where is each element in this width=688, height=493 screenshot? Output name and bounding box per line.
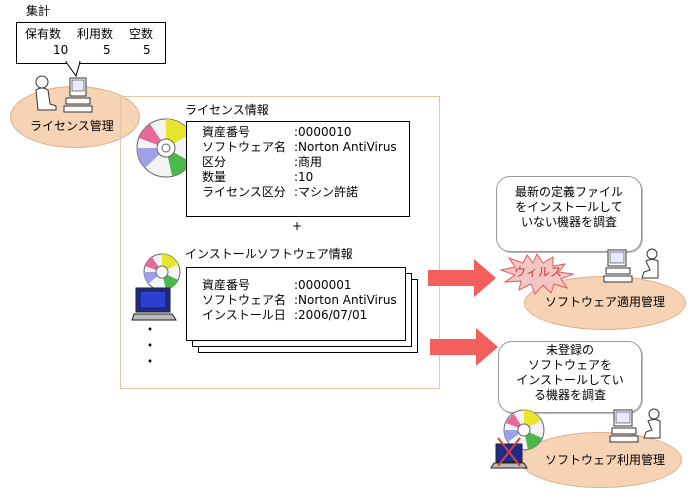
- unauthorized-pc-icon: [490, 409, 545, 469]
- install-info-title: インストールソフトウェア情報: [185, 247, 353, 261]
- top-callout: 最新の定義ファイル をインストールして いない機器を調査: [496, 176, 642, 252]
- apply-mgmt-label: ソフトウェア適用管理: [545, 295, 666, 309]
- license-info-key: ライセンス区分: [202, 185, 286, 199]
- central-frame: [120, 96, 440, 389]
- summary-col3-value: 5: [143, 43, 151, 57]
- summary-col2-value: 5: [103, 43, 111, 57]
- summary-col1-header: 保有数: [25, 27, 62, 41]
- license-info-key: ソフトウェア名: [202, 140, 287, 154]
- summary-label: 集計: [26, 4, 51, 18]
- usage-mgmt-label: ソフトウェア利用管理: [545, 453, 666, 467]
- license-info-row: 資産番号 :0000010: [202, 125, 397, 140]
- install-info-key: インストール日: [202, 308, 286, 322]
- operator-pc-icon-2: [609, 408, 661, 443]
- bottom-callout-line: インストールしてい: [516, 373, 624, 387]
- pc-cd-icon: [131, 253, 181, 321]
- license-info-value: :Norton AntiVirus: [294, 140, 397, 154]
- license-info-box: 資産番号 :0000010 ソフトウェア名 :Norton AntiVirus 区分…: [186, 121, 410, 217]
- license-info-title: ライセンス情報: [185, 103, 269, 117]
- license-info-row: 数量 :10: [202, 170, 397, 185]
- license-info-table: 資産番号 :0000010 ソフトウェア名 :Norton AntiVirus 区分…: [202, 125, 397, 200]
- license-mgmt-label: ライセンス管理: [30, 119, 114, 133]
- top-callout-line: いない機器を調査: [520, 215, 617, 229]
- top-callout-line: 最新の定義ファイル: [514, 185, 623, 199]
- virus-label: ウィルス: [514, 265, 563, 279]
- summary-col3-header: 空数: [129, 27, 154, 41]
- license-info-key: 資産番号: [202, 125, 251, 139]
- virus-burst-icon: [499, 252, 575, 295]
- bottom-callout-line: ソフトウェアを: [527, 358, 612, 372]
- summary-col1-value: 10: [53, 43, 69, 57]
- license-info-key: 区分: [202, 155, 227, 169]
- plus-sign: +: [292, 219, 303, 233]
- install-info-value: :Norton AntiVirus: [294, 293, 397, 307]
- summary-box: 保有数 利用数 空数 10 5 5: [16, 22, 166, 64]
- install-info-key: 資産番号: [202, 278, 251, 292]
- install-info-value: :2006/07/01: [294, 308, 368, 322]
- license-info-key: 数量: [202, 170, 227, 184]
- install-info-row: インストール日 :2006/07/01: [202, 308, 397, 323]
- bottom-callout: 未登録の ソフトウェアを インストールしてい る機器を調査: [498, 341, 642, 413]
- bottom-callout-line: る機器を調査: [533, 388, 606, 402]
- summary-col2-header: 利用数: [77, 27, 114, 41]
- arrow-to-apply: [428, 259, 496, 297]
- install-info-key: ソフトウェア名: [202, 293, 287, 307]
- cd-icon: [136, 118, 196, 178]
- license-info-row: ライセンス区分 :マシン許諾: [202, 185, 397, 200]
- license-info-value: :10: [294, 170, 314, 184]
- operator-pc-icon: [603, 248, 659, 283]
- license-info-value: :商用: [294, 155, 323, 169]
- license-info-value: :マシン許諾: [294, 185, 359, 199]
- install-info-table: 資産番号 :0000001 ソフトウェア名 :Norton AntiVirus イン…: [202, 278, 397, 323]
- usage-mgmt-ellipse: [520, 432, 682, 488]
- install-info-row: ソフトウェア名 :Norton AntiVirus: [202, 293, 397, 308]
- more-dots: ・・・: [141, 322, 157, 370]
- bottom-callout-line: 未登録の: [545, 343, 594, 357]
- arrow-to-usage: [430, 328, 498, 366]
- admin-pc-icon: [35, 75, 93, 113]
- license-info-row: ソフトウェア名 :Norton AntiVirus: [202, 140, 397, 155]
- license-info-value: :0000010: [294, 125, 352, 139]
- top-callout-line: をインストールして: [515, 200, 623, 214]
- install-info-row: 資産番号 :0000001: [202, 278, 397, 293]
- install-info-value: :0000001: [294, 278, 352, 292]
- license-info-row: 区分 :商用: [202, 155, 397, 170]
- install-info-box: 資産番号 :0000001 ソフトウェア名 :Norton AntiVirus イン…: [186, 267, 406, 341]
